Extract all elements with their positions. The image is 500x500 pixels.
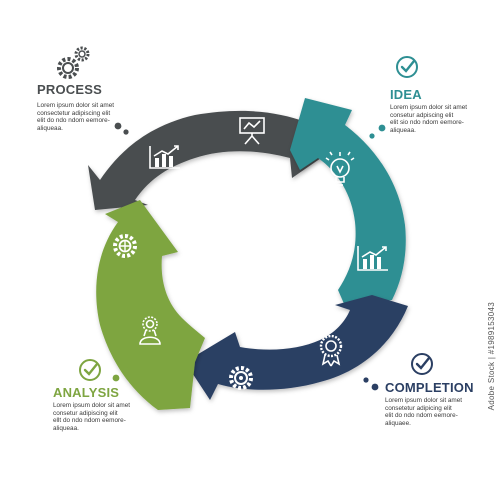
process-description-line: consectetur adipiscing elit — [37, 109, 111, 117]
analysis-description-line: aliqueaa. — [53, 424, 79, 432]
completion-title: COMPLETION — [385, 380, 474, 395]
completion-checkmark-circle-icon — [411, 353, 433, 375]
analysis-title: ANALYSIS — [53, 385, 120, 400]
completion-connector-dots — [363, 377, 379, 391]
idea-description-line: consetur adpiscing elit — [390, 111, 454, 119]
analysis-description: Lorem ipsum dolor sit amet consetur adip… — [53, 402, 145, 432]
idea-connector-dots — [369, 124, 386, 139]
gears-icon — [57, 46, 90, 79]
person-certificate-icon — [139, 316, 161, 345]
analysis-checkmark-circle-icon — [79, 359, 101, 381]
stock-watermark: Adobe Stock | #1989153043 — [487, 301, 496, 410]
idea-title: IDEA — [390, 87, 422, 102]
completion-description-line: Lorem ipsum dolor sit amet — [385, 397, 463, 404]
award-medal-icon — [319, 334, 343, 367]
idea-description-line: Lorem ipsum dolor sit amet — [390, 104, 468, 111]
completion-description-line: aliquaee. — [385, 419, 411, 427]
process-arrow — [88, 100, 340, 210]
idea-bar-chart-icon — [357, 246, 388, 271]
process-description-line: Lorem ipsum dolor sit amet — [37, 102, 115, 109]
idea-arrow — [290, 98, 406, 306]
idea-checkmark-circle-icon — [396, 56, 418, 78]
analysis-description-line: consetur adipiscing elit — [53, 409, 118, 417]
idea-description-line: elit sio ndo ndom eemore- — [390, 119, 464, 127]
analysis-description-line: ellt do ndo ndom eemore- — [53, 417, 126, 425]
bar-chart-icon — [149, 145, 180, 169]
completion-description-line: elit do ndo ndom eemore- — [385, 412, 458, 420]
analysis-gear-icon — [113, 234, 137, 258]
process-description-line: elit do ndo ndom eemore- — [37, 117, 110, 125]
analysis-connector-dots — [112, 367, 129, 382]
analysis-description-line: Lorem ipsum dolor sit amet — [53, 402, 131, 409]
lightbulb-icon — [325, 151, 355, 186]
process-description: Lorem ipsum dolor sit amet consectetur a… — [37, 102, 129, 132]
completion-description-line: consetetur adipicing elit — [385, 404, 452, 412]
analysis-arrow — [96, 200, 205, 410]
idea-description: Lorem ipsum dolor sit amet consetur adpi… — [390, 104, 482, 134]
process-description-line: aliqueaa. — [37, 124, 63, 132]
idea-description-line: aliqueaa. — [390, 126, 416, 134]
completion-description: Lorem ipsum dolor sit amet consetetur ad… — [385, 397, 477, 427]
process-title: PROCESS — [37, 82, 102, 97]
presentation-board-icon — [239, 117, 265, 145]
process-connector-dots — [114, 122, 129, 135]
completion-arrow — [185, 295, 408, 400]
completion-gear-icon — [229, 366, 253, 390]
